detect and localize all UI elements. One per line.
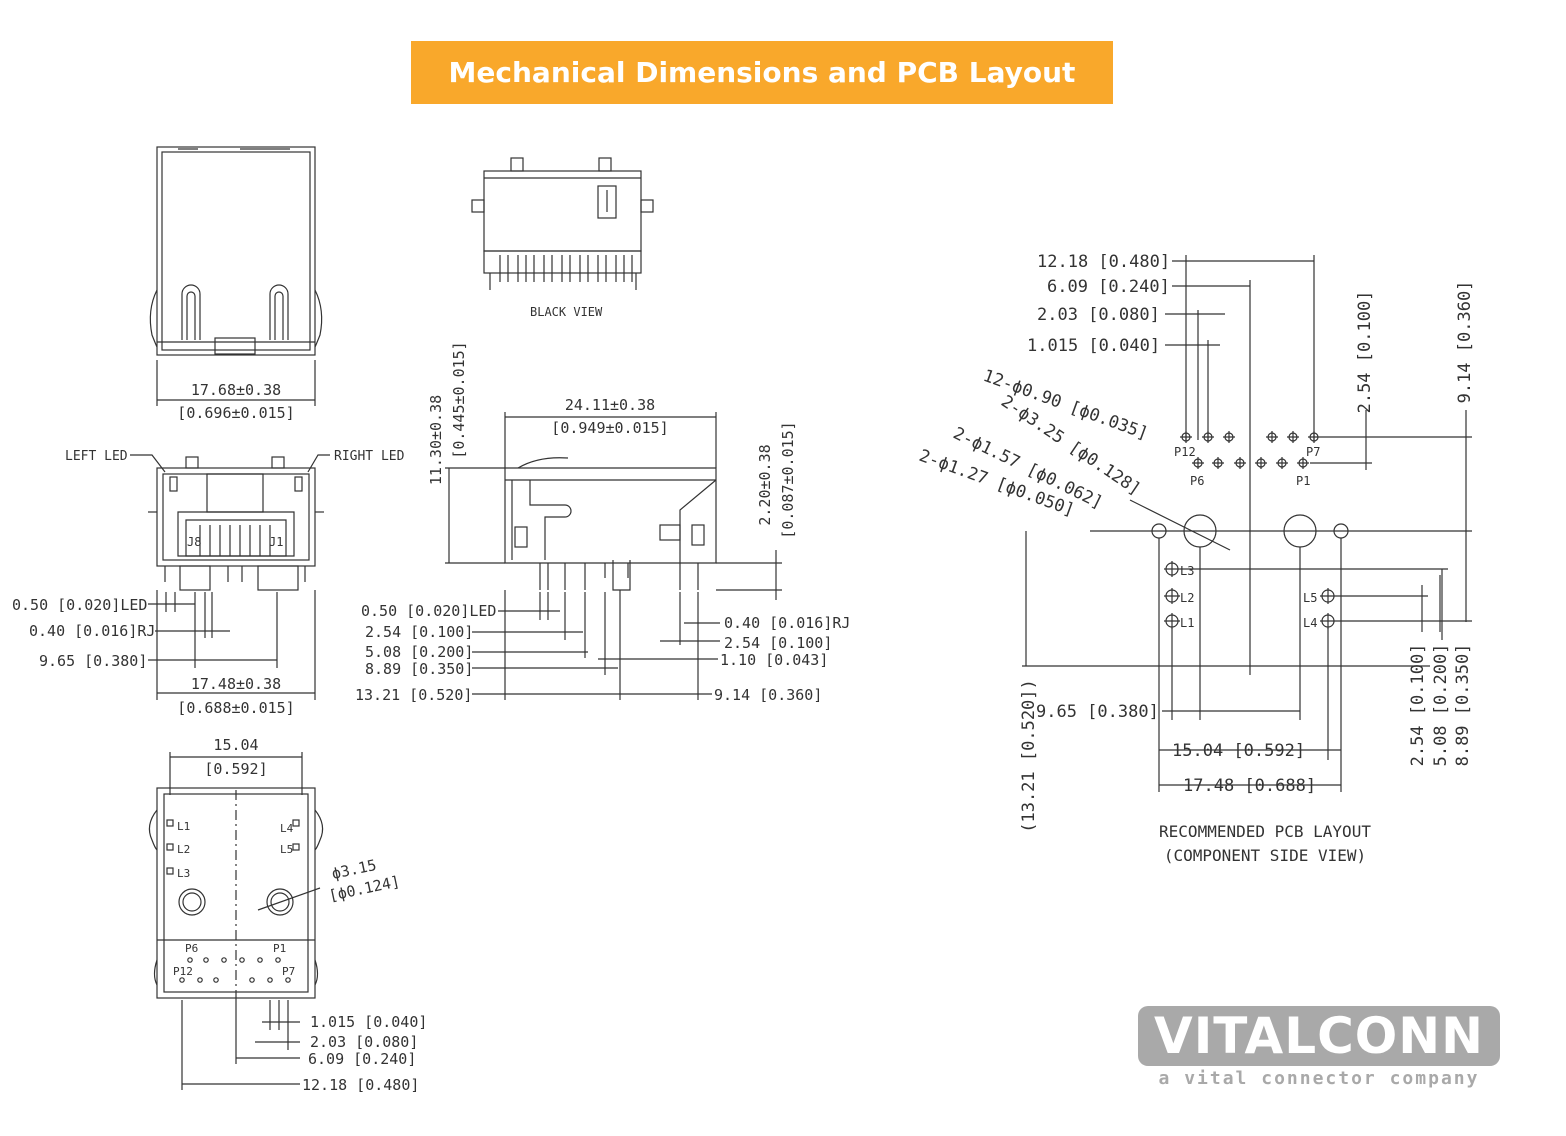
side-rj: 0.40 [0.016]RJ (724, 614, 850, 632)
pcb-r254: 2.54 [0.100] (1408, 644, 1428, 767)
pcb-layout-view (1022, 255, 1472, 792)
pcb-203: 2.03 [0.080] (1037, 305, 1160, 325)
bottom-1015: 1.015 [0.040] (310, 1013, 427, 1031)
bottom-609: 6.09 [0.240] (308, 1050, 416, 1068)
logo-box: VITALCONN (1138, 1006, 1500, 1066)
bottom-p6: P6 (185, 942, 198, 955)
back-view-label: BLACK VIEW (530, 305, 603, 319)
side-914: 9.14 [0.360] (714, 686, 822, 704)
side-height: 11.30±0.38 (427, 395, 445, 485)
pcb-l2: L2 (1180, 591, 1194, 605)
bottom-view (148, 752, 324, 1090)
front-pin-span: 17.48±0.38 (191, 675, 281, 693)
side-254b: 2.54 [0.100] (724, 634, 832, 652)
side-depth: 24.11±0.38 (565, 396, 655, 414)
bottom-p1: P1 (273, 942, 286, 955)
title-banner: Mechanical Dimensions and PCB Layout (411, 41, 1113, 104)
pcb-p12: P12 (1174, 445, 1196, 459)
side-view (445, 412, 782, 700)
bottom-203: 2.03 [0.080] (310, 1033, 418, 1051)
pcb-1218: 12.18 [0.480] (1037, 252, 1170, 272)
pcb-p1: P1 (1296, 474, 1310, 488)
pcb-v914: 9.14 [0.360] (1455, 281, 1475, 404)
side-standoff-in: [0.087±0.015] (779, 421, 797, 538)
pcb-p7: P7 (1306, 445, 1320, 459)
front-top-view (149, 146, 323, 406)
bottom-l3: L3 (177, 867, 190, 880)
pcb-609: 6.09 [0.240] (1047, 277, 1170, 297)
pcb-l3: L3 (1180, 564, 1194, 578)
bottom-l5: L5 (280, 843, 293, 856)
side-height-in: [0.445±0.015] (450, 341, 468, 458)
pcb-r508: 5.08 [0.200] (1431, 644, 1451, 767)
bottom-width-in: [0.592] (204, 760, 267, 778)
right-led-label: RIGHT LED (334, 449, 405, 464)
front-pin-span-in: [0.688±0.015] (177, 699, 294, 717)
pcb-l1: L1 (1180, 616, 1194, 630)
pcb-1504: 15.04 [0.592] (1172, 741, 1305, 761)
logo-tagline: a vital connector company (1158, 1068, 1480, 1089)
front-width-in: [0.696±0.015] (177, 404, 294, 422)
pcb-1748: 17.48 [0.688] (1183, 776, 1316, 796)
pcb-v254: 2.54 [0.100] (1355, 291, 1375, 414)
page-title: Mechanical Dimensions and PCB Layout (448, 56, 1076, 89)
side-led: 0.50 [0.020]LED (361, 602, 496, 620)
side-1321: 13.21 [0.520] (355, 686, 472, 704)
bottom-p7: P7 (282, 965, 295, 978)
vitalconn-logo: VITALCONN a vital connector company (1138, 1006, 1500, 1089)
pcb-caption-1: RECOMMENDED PCB LAYOUT (1159, 822, 1371, 841)
pcb-v1321: (13.21 [0.520]) (1019, 679, 1039, 833)
front-rj-pin: 0.40 [0.016]RJ (29, 622, 155, 640)
side-110: 1.10 [0.043] (720, 651, 828, 669)
front-spacing: 9.65 [0.380] (39, 652, 147, 670)
pcb-l5: L5 (1303, 591, 1317, 605)
pcb-p6: P6 (1190, 474, 1204, 488)
side-889: 8.89 [0.350] (365, 660, 473, 678)
bottom-width: 15.04 (213, 736, 258, 754)
front-port-view (130, 454, 330, 700)
pcb-caption-2: (COMPONENT SIDE VIEW) (1164, 846, 1366, 865)
left-led-label: LEFT LED (65, 449, 128, 464)
pcb-l4: L4 (1303, 616, 1317, 630)
bottom-l1: L1 (177, 820, 190, 833)
j8-label: J8 (187, 535, 201, 549)
back-view (471, 157, 654, 290)
bottom-l4: L4 (280, 822, 294, 835)
bottom-l2: L2 (177, 843, 190, 856)
side-254: 2.54 [0.100] (365, 623, 473, 641)
front-width: 17.68±0.38 (191, 381, 281, 399)
pcb-r889: 8.89 [0.350] (1453, 644, 1473, 767)
side-508: 5.08 [0.200] (365, 643, 473, 661)
logo-name: VITALCONN (1154, 1007, 1484, 1065)
pcb-965: 9.65 [0.380] (1036, 702, 1159, 722)
side-depth-in: [0.949±0.015] (551, 419, 668, 437)
pcb-1015: 1.015 [0.040] (1027, 336, 1160, 356)
side-standoff: 2.20±0.38 (756, 444, 774, 525)
bottom-1218: 12.18 [0.480] (302, 1076, 419, 1094)
j1-label: J1 (269, 535, 283, 549)
bottom-p12: P12 (173, 965, 193, 978)
front-led-pin: 0.50 [0.020]LED (12, 596, 147, 614)
